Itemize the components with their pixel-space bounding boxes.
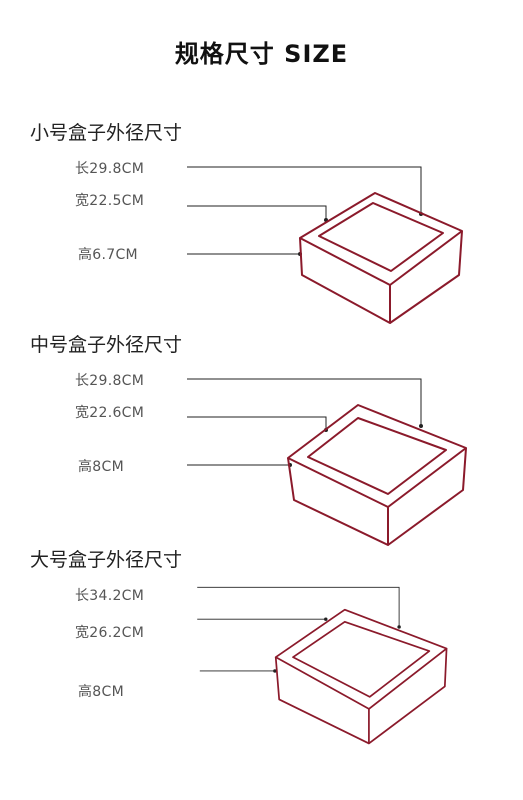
length-leader-line xyxy=(187,378,422,426)
length-label: 长34.2CM xyxy=(75,588,145,604)
width-label: 宽26.2CM xyxy=(75,625,145,641)
leader-lines xyxy=(197,586,400,672)
height-label: 高6.7CM xyxy=(78,247,138,263)
small-box-section: 小号盒子外径尺寸 长29.8CM 宽22.5CM 高6.7CM xyxy=(0,118,523,338)
width-leader-line xyxy=(187,416,327,430)
large-box-section: 大号盒子外径尺寸 长34.2CM 宽26.2CM 高8CM xyxy=(0,545,523,765)
height-label: 高8CM xyxy=(78,684,124,700)
length-leader-line xyxy=(187,166,422,214)
leader-dots xyxy=(288,424,423,467)
leader-dots xyxy=(298,212,423,256)
box-outline xyxy=(287,404,467,546)
section-title: 小号盒子外径尺寸 xyxy=(30,122,183,144)
height-label: 高8CM xyxy=(78,459,124,475)
width-label: 宽22.5CM xyxy=(75,193,145,209)
length-label: 长29.8CM xyxy=(75,373,145,389)
medium-box-section: 中号盒子外径尺寸 长29.8CM 宽22.6CM 高8CM xyxy=(0,330,523,550)
section-title: 大号盒子外径尺寸 xyxy=(30,549,183,571)
leader-dots xyxy=(273,617,401,673)
large-box-diagram xyxy=(197,586,448,745)
length-label: 长29.8CM xyxy=(75,161,145,177)
leader-lines xyxy=(187,166,422,255)
medium-box-diagram xyxy=(187,378,467,546)
page-title: 规格尺寸 SIZE xyxy=(174,40,349,68)
section-title: 中号盒子外径尺寸 xyxy=(30,334,183,356)
width-label: 宽22.6CM xyxy=(75,405,145,421)
width-leader-line xyxy=(187,205,327,220)
box-outline xyxy=(299,192,463,324)
box-outline xyxy=(274,608,448,745)
leader-lines xyxy=(187,378,422,466)
length-leader-line xyxy=(197,586,400,627)
small-box-diagram xyxy=(187,166,463,324)
